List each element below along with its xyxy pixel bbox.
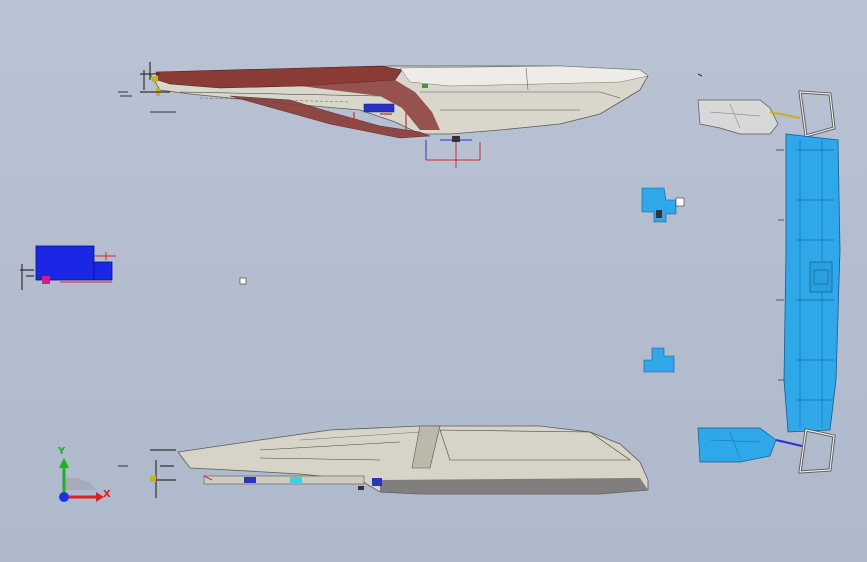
upper-side-panel[interactable] bbox=[118, 62, 703, 168]
lower-panel-cyan-part bbox=[290, 477, 302, 483]
lower-bracket[interactable] bbox=[643, 347, 675, 373]
coordinate-triad: X Y bbox=[57, 446, 111, 502]
triad-x-label: X bbox=[103, 489, 111, 500]
upper-bracket[interactable] bbox=[641, 187, 685, 223]
triad-y-label: Y bbox=[57, 446, 66, 457]
left-blue-block[interactable] bbox=[20, 245, 247, 290]
rear-panel-top-bracket bbox=[697, 99, 779, 135]
lower-side-panel[interactable] bbox=[118, 425, 649, 498]
triad-z-axis bbox=[59, 492, 69, 502]
left-block-marker bbox=[42, 276, 50, 284]
lower-panel-blue-part bbox=[244, 477, 256, 483]
rear-panel[interactable] bbox=[697, 90, 841, 474]
